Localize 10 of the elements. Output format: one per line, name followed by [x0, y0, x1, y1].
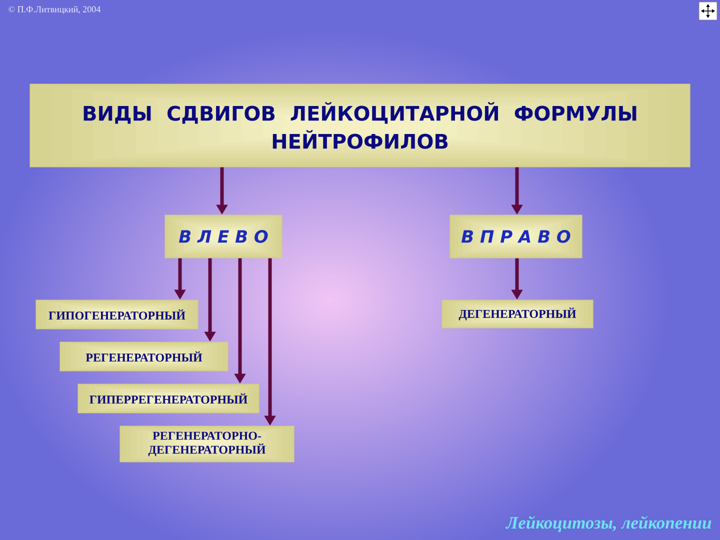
item-box: ГИПЕРРЕГЕНЕРАТОРНЫЙ [78, 384, 260, 414]
item-box: ГИПОГЕНЕРАТОРНЫЙ [36, 300, 198, 330]
direction-box: В П Р А В О [450, 214, 582, 258]
item-box: РЕГЕНЕРАТОРНО- ДЕГЕНЕРАТОРНЫЙ [120, 426, 294, 462]
heading-box: ВИДЫ СДВИГОВ ЛЕЙКОЦИТАРНОЙ ФОРМУЛЫ НЕЙТРОФИЛОВ [30, 84, 690, 168]
item-box: РЕГЕНЕРАТОРНЫЙ [60, 342, 228, 372]
footer-note: Лейкоцитозы, лейкопении [506, 516, 712, 532]
item-box: ДЕГЕНЕРАТОРНЫЙ [442, 300, 594, 328]
copyright-note: © П.Ф.Литвицкий, 2004 [8, 6, 100, 14]
direction-box: В Л Е В О [164, 214, 282, 258]
